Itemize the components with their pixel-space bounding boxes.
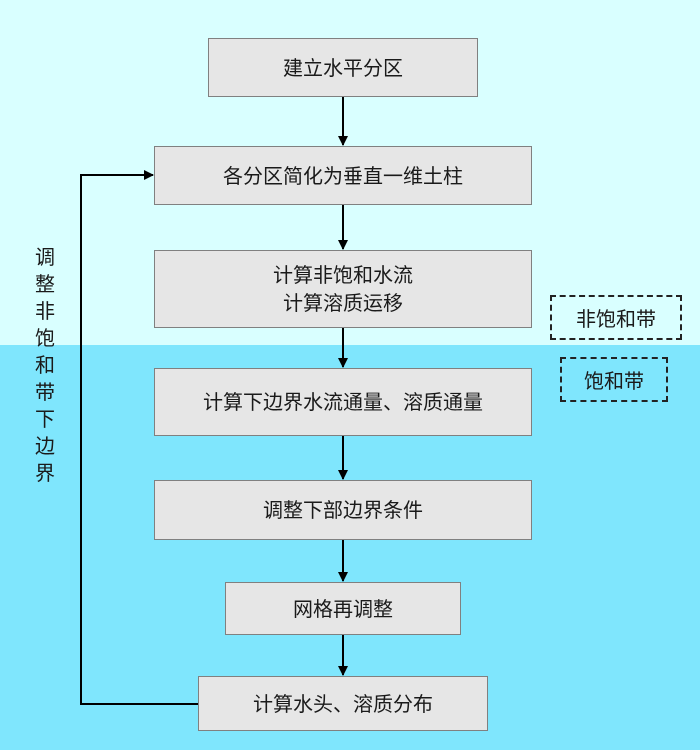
- feedback-loop-arrow: [80, 170, 198, 705]
- step-text: 各分区简化为垂直一维土柱: [223, 163, 463, 188]
- step-text: 调整下部边界条件: [263, 498, 423, 522]
- step-compute-lower-boundary-flux: 计算下边界水流通量、溶质通量: [154, 368, 532, 436]
- step-text: 计算水头、溶质分布: [253, 691, 433, 716]
- feedback-loop-label: 调整非饱和带下边界: [35, 245, 55, 485]
- step-compute-head-and-solute-distribution: 计算水头、溶质分布: [198, 676, 488, 731]
- saturated-zone-label-box: 饱和带: [560, 357, 668, 402]
- step-text-line2: 计算溶质运移: [283, 291, 403, 315]
- step-text: 建立水平分区: [283, 55, 403, 80]
- step-text: 计算下边界水流通量、溶质通量: [203, 390, 483, 414]
- step-adjust-lower-boundary-conditions: 调整下部边界条件: [154, 480, 532, 540]
- step-compute-unsaturated-flow-and-solute: 计算非饱和水流 计算溶质运移: [154, 250, 532, 328]
- unsaturated-zone-label-box: 非饱和带: [550, 295, 682, 340]
- unsaturated-zone-label: 非饱和带: [576, 307, 656, 331]
- saturated-zone-label: 饱和带: [584, 369, 644, 393]
- step-simplify-to-1d-soil-column: 各分区简化为垂直一维土柱: [154, 146, 532, 205]
- step-text-line1: 计算非饱和水流: [273, 263, 413, 287]
- step-readjust-grid: 网格再调整: [225, 582, 461, 635]
- step-establish-horizontal-zones: 建立水平分区: [208, 38, 478, 97]
- step-text: 网格再调整: [293, 596, 393, 621]
